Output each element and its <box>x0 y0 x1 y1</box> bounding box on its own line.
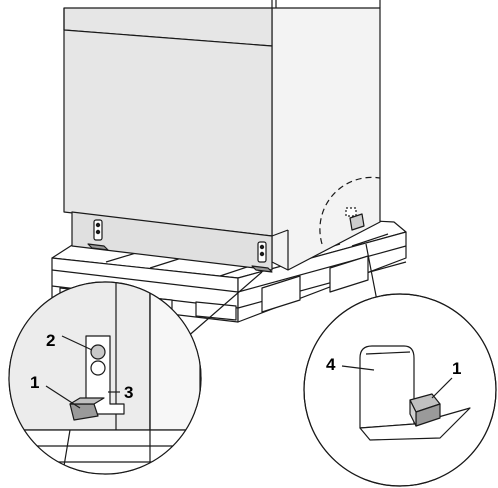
appliance-plinth <box>71 211 273 271</box>
left-detail-leader <box>185 271 263 339</box>
callout-1-left: 1 <box>30 373 39 392</box>
left-detail-view <box>8 281 202 475</box>
appliance-lower-door <box>63 29 273 237</box>
callout-1-right: 1 <box>452 359 461 378</box>
appliance <box>63 0 381 273</box>
right-transport-bracket <box>251 241 273 273</box>
right-detail-leader <box>365 243 379 307</box>
callout-2-left: 2 <box>46 331 55 350</box>
left-transport-bracket <box>87 219 109 251</box>
callout-4-right: 4 <box>326 355 336 374</box>
callout-3-left: 3 <box>124 383 133 402</box>
right-detail-view <box>303 293 497 487</box>
rear-transport-bracket <box>345 207 365 231</box>
rear-detail-marker <box>319 176 381 245</box>
